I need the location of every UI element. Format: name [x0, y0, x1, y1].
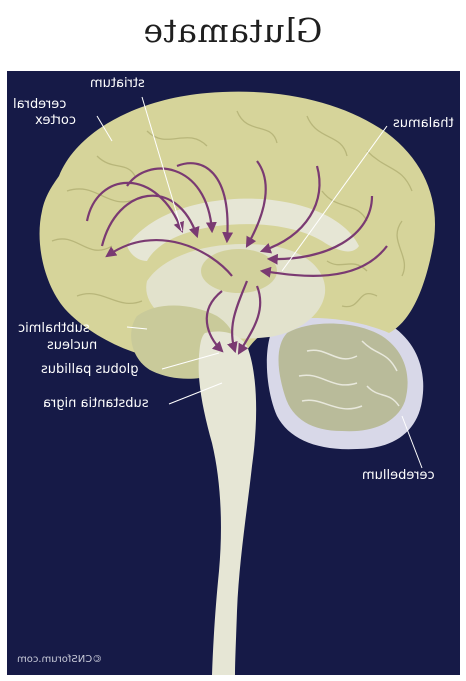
page-title: Glutamate — [143, 11, 322, 50]
label-globus-pallidus: globus pallidus — [41, 363, 139, 377]
label-cerebellum: cerebellum — [362, 469, 435, 483]
label-cerebral: cerebral — [13, 98, 66, 112]
label-thalamus: thalamus — [393, 117, 454, 131]
title-area: Glutamate — [0, 0, 466, 60]
label-substantia-nigra: substantia nigra — [43, 397, 149, 411]
label-nucleus: nucleus — [47, 339, 97, 353]
label-cortex: cortex — [35, 114, 76, 128]
diagram-panel: striatum cerebral cortex thalamus subtha… — [7, 71, 460, 675]
label-striatum: striatum — [90, 77, 145, 91]
label-subthalmic: subthalmic — [18, 322, 90, 336]
brainstem — [199, 332, 257, 675]
credit-text: ©CNSforum.com — [17, 654, 102, 665]
